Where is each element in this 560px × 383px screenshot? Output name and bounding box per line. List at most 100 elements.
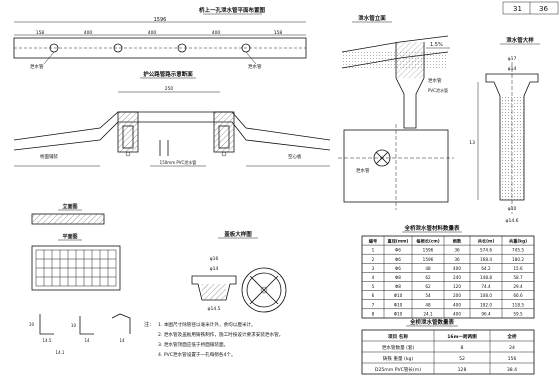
cover-plan-title: 平面图: [62, 233, 77, 240]
material-cell: 5: [372, 284, 375, 289]
plan-seg-4: 400: [212, 30, 221, 36]
notes: 注： 1. 本图尺寸除管径以毫米计外，余均以厘米计。 2. 泄水管及盖板用铸铁制…: [144, 321, 283, 358]
section-right-label: 空心板: [288, 153, 302, 160]
material-header-cell: 根数: [453, 238, 462, 245]
material-header-cell: 共重(kg): [509, 238, 527, 245]
qty-header-cell: 项目 名称: [388, 333, 408, 340]
bar-dim-3: 10: [71, 323, 77, 328]
material-cell: Φ10: [394, 302, 403, 307]
material-cell: 66.6: [513, 293, 523, 298]
elevation-title: 泄水管立面: [358, 14, 386, 22]
note-2: 2. 泄水管及盖板用铸铁制作，施工时按设计要求安装泄水管。: [158, 331, 283, 338]
section-view: 护公路管路示意断面 250 150mm PVC泄水管 桥面铺装 空心板: [13, 70, 331, 167]
section-pipe-label: 150mm PVC泄水管: [160, 159, 197, 165]
qty-cell: 128: [458, 367, 467, 373]
material-cell: Φ10: [394, 293, 403, 298]
material-cell: 2: [372, 257, 375, 262]
cover-detail-title: 盖板大样图: [224, 230, 252, 238]
material-header-cell: 编号: [369, 238, 377, 245]
bar-shapes: 10 14.5 10 14 14 14.1: [29, 313, 131, 355]
cover-dim-mid: φ14: [210, 266, 219, 272]
material-cell: 1: [372, 248, 375, 253]
pipe-top-dim2: φ14: [508, 66, 517, 72]
material-cell: 400: [453, 311, 461, 316]
cover-elev-title: 立面图: [62, 203, 77, 210]
qty-cell: 泄水管数量 (套): [382, 344, 415, 351]
qty-cell: 156: [508, 356, 517, 362]
material-cell: 29.4: [513, 284, 523, 289]
material-cell: 168.4: [480, 257, 492, 262]
elevation-sub: PVC泄水管: [428, 87, 448, 93]
page-number-box: 31 36: [502, 1, 559, 15]
plan-seg-5: 158: [274, 30, 283, 36]
material-cell: Φ10: [394, 311, 403, 316]
elevation-view: 泄水管立面 1.5% 泄水管 PVC泄水管: [341, 14, 450, 129]
material-cell: 574.6: [480, 248, 492, 253]
bar-dim-6: 14.1: [56, 350, 65, 355]
material-cell: 48: [425, 266, 431, 271]
material-cell: 745.5: [512, 248, 524, 253]
material-cell: Φ8: [395, 284, 401, 289]
material-cell: 62: [425, 284, 431, 289]
bar-dim-1: 10: [29, 322, 35, 327]
cover-dim-bot: φ14.5: [208, 306, 221, 312]
plan-title: 桥上一孔泄水管平面布置图: [199, 6, 266, 14]
qty-cell: 38.4: [507, 367, 517, 373]
pipe-detail: 泄水管大样 φ17 φ14 φ10 φ14.6 13: [469, 36, 540, 224]
cover-detail: 盖板大样图 φ16 φ14 φ14.5: [191, 230, 287, 313]
bar-dim-2: 14.5: [43, 338, 52, 343]
notes-heading: 注：: [144, 321, 154, 328]
pipe-title: 泄水管大样: [506, 36, 534, 44]
material-cell: 36: [454, 257, 460, 262]
material-cell: Φ6: [395, 248, 401, 253]
material-cell: 200: [453, 293, 461, 298]
material-cell: 36: [454, 248, 460, 253]
material-cell: 3: [372, 266, 375, 271]
bar-dim-5: 14: [119, 338, 125, 343]
material-cell: Φ8: [395, 275, 401, 280]
qty-cell: 24: [509, 345, 515, 351]
material-table-title: 全桥泄水管材料数量表: [403, 224, 460, 232]
material-header-cell: 每根长(cm): [416, 238, 439, 245]
material-cell: 74.4: [481, 284, 491, 289]
note-1: 1. 本图尺寸除管径以毫米计外，余均以厘米计。: [158, 321, 256, 328]
material-cell: 48: [425, 302, 431, 307]
page-total: 36: [539, 5, 548, 13]
material-cell: 1596: [423, 257, 434, 262]
cross-label: 泄水管: [356, 167, 370, 174]
plan-view: 桥上一孔泄水管平面布置图 1596 158 400 400 400 158 泄水…: [13, 6, 307, 70]
material-cell: 54: [425, 293, 431, 298]
material-cell: 6: [372, 293, 375, 298]
pipe-height: 13: [469, 140, 475, 146]
material-table: 全桥泄水管材料数量表 编号直径(mm)每根长(cm)根数共长(m)共重(kg)1…: [361, 224, 535, 319]
qty-header-cell: 全桥: [506, 333, 517, 340]
elevation-label: 泄水管: [428, 77, 442, 84]
material-cell: 15.6: [513, 266, 523, 271]
material-cell: 96.4: [481, 311, 491, 316]
material-cell: 8: [372, 311, 375, 316]
material-cell: 240: [453, 275, 461, 280]
material-cell: 59.5: [513, 311, 523, 316]
qty-header-cell: 16m一跨两侧: [447, 333, 477, 340]
bar-dim-4: 14: [84, 338, 90, 343]
material-cell: 108.0: [480, 293, 492, 298]
material-cell: 118.5: [512, 302, 524, 307]
material-cell: Φ6: [395, 266, 401, 271]
material-cell: 400: [453, 266, 461, 271]
material-cell: 180.2: [512, 257, 524, 262]
cover-dim-top: φ16: [210, 256, 219, 262]
qty-cell: 8: [461, 345, 464, 351]
material-cell: 192.0: [480, 302, 492, 307]
page-no: 31: [513, 5, 522, 13]
material-cell: 120: [453, 284, 461, 289]
material-cell: 1596: [423, 248, 434, 253]
material-cell: 62: [425, 275, 431, 280]
qty-cell: D25mm PVC管长(m): [375, 366, 421, 373]
plan-seg-1: 158: [36, 30, 45, 36]
plan-seg-2: 400: [84, 30, 93, 36]
section-dim: 250: [165, 86, 174, 92]
plan-seg-3: 400: [148, 30, 157, 36]
